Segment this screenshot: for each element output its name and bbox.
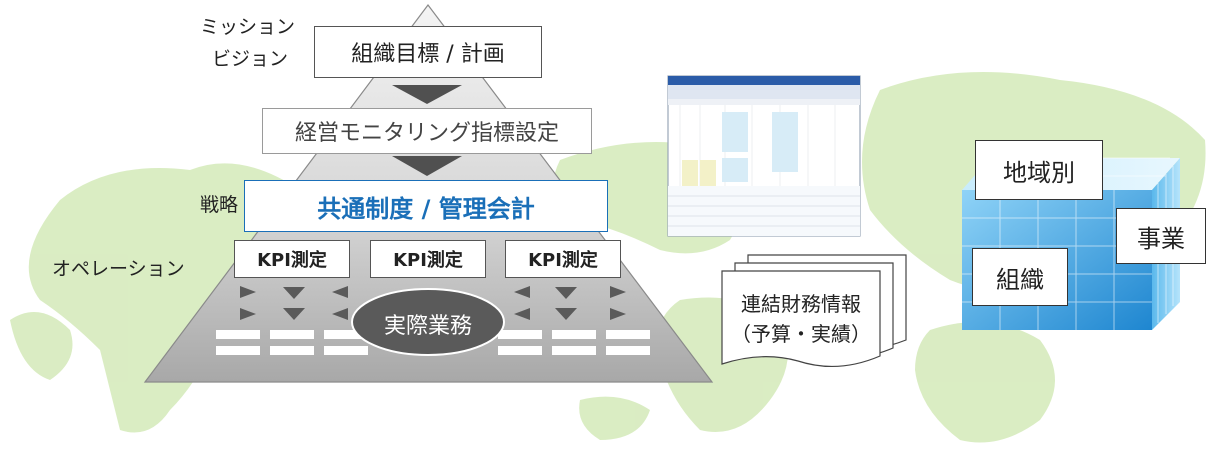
kpi-setting-box: 経営モニタリング指標設定 xyxy=(262,108,592,154)
organization-goal-box: 組織目標 / 計画 xyxy=(314,26,542,78)
actual-work-ellipse xyxy=(351,288,505,356)
down-arrow-1 xyxy=(392,85,462,104)
financial-doc-line1: 連結財務情報 xyxy=(741,292,861,316)
common-system-box: 共通制度 / 管理会計 xyxy=(244,180,608,232)
financial-doc-line2: （予算・実績） xyxy=(731,322,871,346)
kpi-measure-box-1: KPI測定 xyxy=(234,240,350,278)
actual-work-label: 実際業務 xyxy=(383,314,472,339)
left-arrows xyxy=(240,286,348,320)
label-mission: ミッション xyxy=(200,16,296,38)
kpi-measure-box-3: KPI測定 xyxy=(505,240,621,278)
label-operation: オペレーション xyxy=(52,258,185,280)
cube-label-organization: 組織 xyxy=(972,248,1068,306)
label-vision: ビジョン xyxy=(212,48,289,70)
down-arrow-2 xyxy=(392,156,462,176)
kpi-measure-box-2: KPI測定 xyxy=(370,240,486,278)
cube-label-business: 事業 xyxy=(1116,208,1206,264)
document-stack xyxy=(721,254,907,368)
task-bars xyxy=(216,330,650,355)
spreadsheet-thumbnail xyxy=(667,75,861,237)
cube-label-region: 地域別 xyxy=(975,140,1103,200)
label-strategy: 戦略 xyxy=(200,194,239,216)
right-arrows xyxy=(514,286,626,320)
